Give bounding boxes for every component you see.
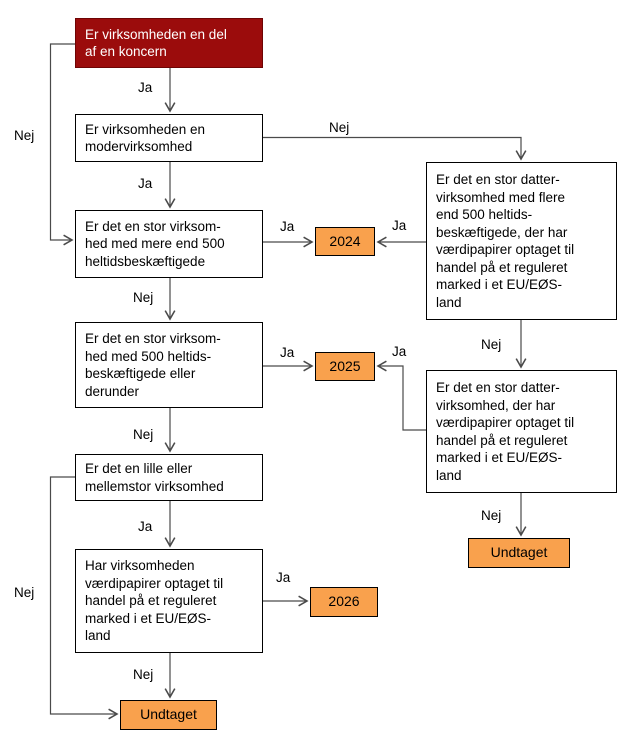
edge-label-r2-2025-ja: Ja xyxy=(392,344,407,359)
node-result-2024-text: 2024 xyxy=(329,232,361,249)
edge-label-r2-undtaget-nej: Nej xyxy=(481,508,502,523)
node-vaerdipapirer-question: Har virksomheden værdipapirer optaget ti… xyxy=(75,549,263,653)
edge-label-q3-q4-nej: Nej xyxy=(133,290,154,305)
edge-label-q2-q3-ja: Ja xyxy=(138,176,153,191)
connector-r2-2025 xyxy=(376,360,426,431)
edge-label-q6-2026-ja: Ja xyxy=(276,570,291,585)
node-stor-under500-text: Er det en stor virksom- hed med 500 helt… xyxy=(85,331,221,399)
edge-label-r1-2024-ja: Ja xyxy=(392,218,407,233)
edge-label-q1-q3-nej: Nej xyxy=(14,128,35,143)
edge-label-q5-undtaget-nej: Nej xyxy=(14,585,35,600)
node-datter-vaerdipapirer-question: Er det en stor datter- virksomhed, der h… xyxy=(426,370,617,493)
connector-q2-r1 xyxy=(263,136,527,161)
node-result-2026-text: 2026 xyxy=(328,593,360,610)
node-result-2025-text: 2025 xyxy=(329,357,361,374)
node-vaerdipapirer-text: Har virksomheden værdipapirer optaget ti… xyxy=(85,558,224,644)
edge-label-q4-2025-ja: Ja xyxy=(280,345,295,360)
edge-label-q6-undtaget-nej: Nej xyxy=(133,667,154,682)
node-result-undtaget-left: Undtaget xyxy=(120,700,217,730)
node-koncern-question: Er virksomheden en del af en koncern xyxy=(75,18,263,68)
node-modervirksomhed-text: Er virksomheden en modervirksomhed xyxy=(85,121,206,155)
node-result-2024: 2024 xyxy=(315,227,375,256)
connector-q1-q3 xyxy=(49,43,75,246)
edge-label-q3-2024-ja: Ja xyxy=(280,219,295,234)
node-result-2025: 2025 xyxy=(315,352,375,381)
edge-label-q4-q5-nej: Nej xyxy=(133,427,154,442)
node-lille-mellemstor-text: Er det en lille eller mellemstor virksom… xyxy=(85,461,224,494)
node-stor-over500-question: Er det en stor virksom- hed med mere end… xyxy=(75,210,263,278)
node-datter-over500-question: Er det en stor datter- virksomhed med fl… xyxy=(426,162,617,320)
node-result-2026: 2026 xyxy=(310,587,378,617)
node-koncern-text: Er virksomheden en del af en koncern xyxy=(85,26,227,60)
node-lille-mellemstor-question: Er det en lille eller mellemstor virksom… xyxy=(75,454,263,501)
node-modervirksomhed-question: Er virksomheden en modervirksomhed xyxy=(75,114,263,162)
edge-label-q5-q6-ja: Ja xyxy=(138,519,153,534)
edge-label-q1-q2-ja: Ja xyxy=(138,80,153,95)
node-result-undtaget-left-text: Undtaget xyxy=(140,706,197,723)
node-stor-over500-text: Er det en stor virksom- hed med mere end… xyxy=(85,218,225,269)
node-result-undtaget-right-text: Undtaget xyxy=(490,544,548,561)
edge-label-r1-r2-nej: Nej xyxy=(481,337,502,352)
node-datter-vaerdipapirer-text: Er det en stor datter- virksomhed, der h… xyxy=(436,380,575,483)
connector-q5-exempt xyxy=(49,476,119,720)
edge-label-q2-r1-nej: Nej xyxy=(329,120,350,135)
node-stor-under500-question: Er det en stor virksom- hed med 500 helt… xyxy=(75,322,263,408)
node-result-undtaget-right: Undtaget xyxy=(468,538,570,568)
node-datter-over500-text: Er det en stor datter- virksomhed med fl… xyxy=(436,172,575,310)
